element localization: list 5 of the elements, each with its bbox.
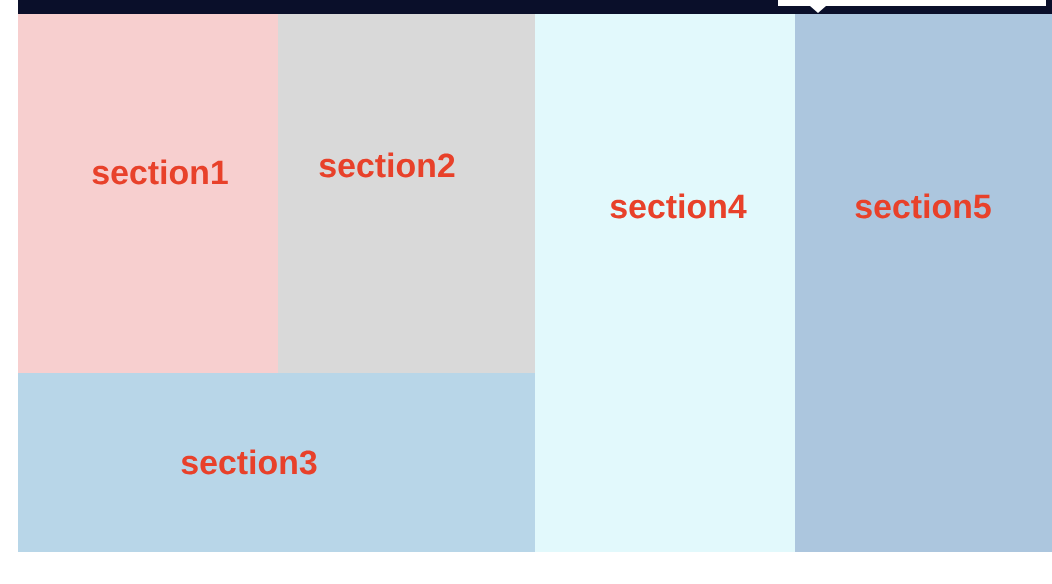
section-box: section4 bbox=[535, 14, 795, 552]
section-box: section1 bbox=[18, 14, 278, 373]
section-box: section3 bbox=[18, 373, 535, 552]
section-box: section2 bbox=[278, 14, 535, 373]
section-box: section5 bbox=[795, 14, 1052, 552]
